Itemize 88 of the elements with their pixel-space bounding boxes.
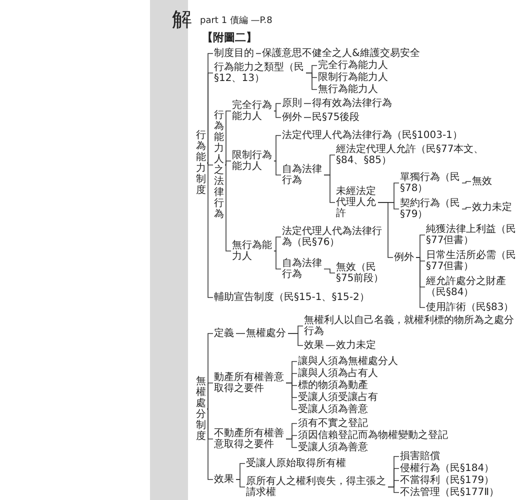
- tree-item: 例外: [394, 252, 415, 263]
- tree-item: 民§75後段: [312, 112, 361, 123]
- tree-item: 行為能力之類型（民§12、13）: [214, 62, 305, 84]
- tree-item: 經允許處分之財產（民§84）: [426, 276, 507, 298]
- tree-item: 得有效為法律行為: [312, 98, 393, 109]
- tree-item: 自為法律行為: [282, 164, 323, 186]
- tree-item: 使用詐術（民§83）: [426, 302, 515, 313]
- tree-bracket-line: [306, 72, 318, 90]
- tree-item: 無行為能力人: [318, 84, 379, 95]
- tree-bracket-line: [462, 181, 472, 184]
- tree-item: 不當得利（民§179）: [400, 475, 496, 486]
- tree-bracket-line: [274, 135, 282, 162]
- vertical-heading: 行為能力制度: [196, 130, 206, 196]
- tree-item: 侵權行為（民§184）: [400, 463, 496, 474]
- tree-item: 讓與人須為無權處分人: [298, 356, 399, 367]
- tree-bracket-line: [206, 408, 214, 480]
- tree-item: 原則: [282, 98, 303, 109]
- tree-item: 無效: [472, 176, 493, 187]
- tree-bracket-line: [236, 333, 246, 334]
- tree-bracket-line: [274, 110, 282, 118]
- vertical-heading: 行為能力人之法律行為: [214, 110, 224, 220]
- tree-bracket-line: [224, 164, 232, 252]
- tree-item: 自為法律行為: [282, 258, 323, 280]
- tree-item: 例外: [282, 112, 303, 123]
- tree-bracket-line: [416, 257, 426, 308]
- tree-item: 法定代理人代為法律行為（民§76）: [282, 226, 383, 248]
- tree-bracket-line: [288, 333, 304, 346]
- tree-item: 契約行為（民§79）: [400, 198, 461, 220]
- tree-item: 無行為能力人: [232, 240, 273, 262]
- tree-item: 經法定代理人允許（民§77本文、§84、§85）: [336, 144, 485, 166]
- tree-bracket-line: [304, 117, 312, 118]
- tree-item: 原所有人之權利喪失，得主張之請求權: [246, 476, 387, 498]
- tree-item: 限制行為能力人: [232, 150, 273, 172]
- tree-item: 未經法定代理人允許: [336, 186, 377, 219]
- page-header: part 1 債編 —P.8: [200, 14, 272, 27]
- tree-item: 受讓人須受讓占有: [298, 392, 379, 403]
- tree-item: 動產所有權善意取得之要件: [214, 372, 285, 394]
- tree-item: 限制行為能力人: [318, 72, 389, 83]
- tree-bracket-line: [462, 207, 472, 210]
- tree-bracket-line: [378, 202, 394, 258]
- tree-item: 效力未定: [336, 340, 377, 351]
- tree-bracket-line: [286, 382, 298, 410]
- tree-item: 須有不實之登記: [298, 418, 369, 429]
- chapter-mark: 解: [172, 6, 192, 33]
- tree-item: 保護意思不健全之人&維護交易安全: [262, 48, 421, 59]
- tree-bracket-line: [274, 250, 282, 270]
- tree-item: 效果: [214, 474, 235, 485]
- tree-item: 受讓人須為善意: [298, 404, 369, 415]
- tree-item: 制度目的: [214, 48, 255, 59]
- tree-item: 完全行為能力人: [232, 100, 273, 122]
- tree-item: 完全行為能力人: [318, 60, 389, 71]
- tree-item: 不法管理（民§177Ⅱ）: [400, 487, 501, 498]
- tree-item: 損害賠償: [400, 451, 441, 462]
- tree-bracket-line: [286, 438, 298, 448]
- tree-bracket-line: [206, 72, 214, 164]
- tree-bracket-line: [326, 345, 336, 346]
- tree-bracket-line: [324, 268, 336, 274]
- tree-item: 純獲法律上利益（民§77但書）: [426, 224, 517, 246]
- tree-item: 單獨行為（民§78）: [400, 172, 461, 194]
- tree-bracket-line: [304, 103, 312, 104]
- tree-item: 輔助宣告制度（民§15-1、§15-2）: [214, 292, 371, 303]
- tree-item: 無權處分: [246, 328, 287, 339]
- tree-bracket-line: [236, 479, 246, 488]
- tree-item: 讓與人須為占有人: [298, 368, 379, 379]
- tree-bracket-line: [206, 162, 214, 166]
- tree-item: 受讓人原始取得所有權: [246, 458, 347, 469]
- tree-bracket-line: [224, 160, 232, 166]
- tree-item: 無權利人以自己名義，就權利標的物所為之處分行為: [304, 315, 515, 337]
- tree-item: 效力未定: [472, 202, 513, 213]
- tree-item: 不動產所有權善意取得之要件: [214, 428, 285, 450]
- tree-item: 受讓人須為善意: [298, 442, 369, 453]
- tree-item: 須因信賴登記而為物權變動之登記: [298, 430, 449, 441]
- tree-bracket-line: [206, 162, 214, 298]
- tree-bracket-line: [388, 486, 400, 493]
- tree-item: 標的物須為動產: [298, 380, 369, 391]
- tree-item: 法定代理人代為法律行為（民§1003-1）: [282, 130, 464, 141]
- tree-item: 日常生活所必需（民§77但書）: [426, 250, 517, 272]
- tree-bracket-line: [256, 53, 262, 54]
- figure-title: 【附圖二】: [202, 30, 257, 45]
- tree-item: 定義: [214, 328, 235, 339]
- tree-bracket-line: [274, 236, 282, 252]
- tree-bracket-line: [206, 382, 214, 410]
- tree-bracket-line: [274, 160, 282, 176]
- vertical-heading: 無權處分制度: [196, 376, 206, 442]
- tree-item: 效果: [304, 340, 325, 351]
- tree-bracket-line: [324, 174, 336, 203]
- tree-item: 無效（民§75前段）: [336, 262, 385, 284]
- tree-bracket-line: [274, 103, 282, 112]
